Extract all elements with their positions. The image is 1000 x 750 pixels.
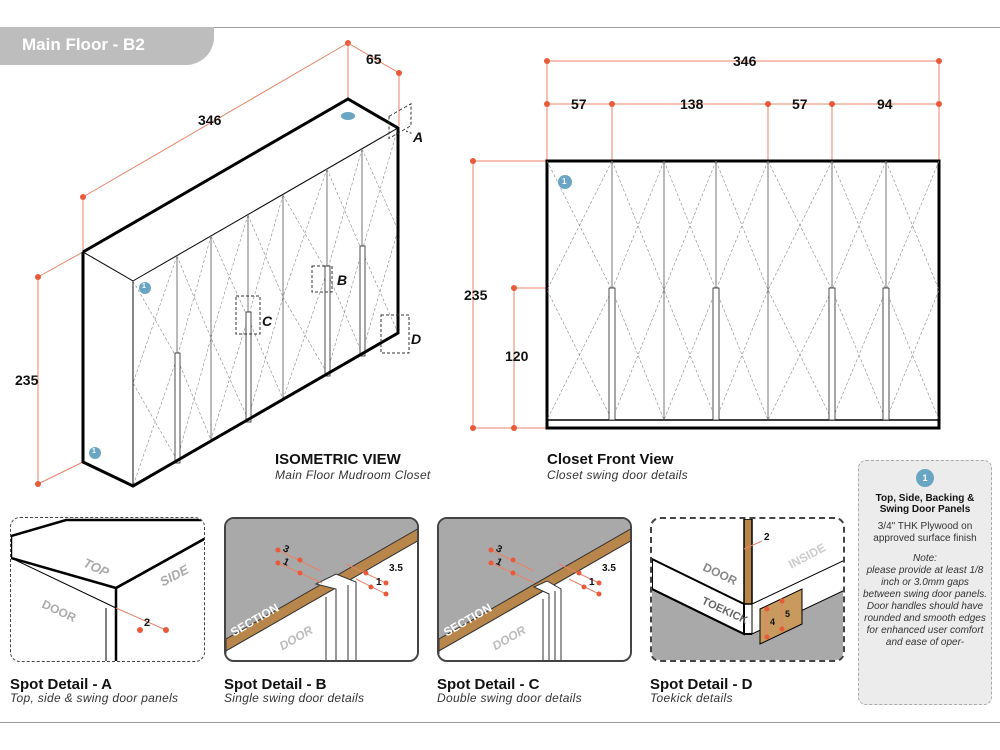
callout-b-label: B	[337, 272, 348, 288]
spot-c-dim-3: 3.5	[602, 563, 616, 574]
spot-c-dim-4: 1	[589, 577, 595, 588]
iso-marker-bottom	[89, 447, 101, 459]
material-legend: 1 Top, Side, Backing & Swing Door Panels…	[858, 460, 992, 705]
spot-c-subtitle: Double swing door details	[437, 691, 582, 705]
iso-width-label: 346	[198, 112, 222, 128]
spot-c-title: Spot Detail - C	[437, 676, 540, 693]
spot-a-subtitle: Top, side & swing door panels	[10, 691, 179, 705]
front-handle-height: 120	[505, 348, 529, 364]
front-height: 235	[464, 287, 488, 303]
front-marker	[558, 175, 572, 189]
iso-marker-bottom-num: 1	[92, 448, 96, 455]
spot-detail-d-panel: DOOR TOEKICK INSIDE 2 4 5	[650, 517, 845, 662]
front-frame	[545, 159, 941, 430]
spot-d-title: Spot Detail - D	[650, 676, 753, 693]
spot-b-subtitle: Single swing door details	[224, 691, 365, 705]
spot-d-dim-3: 5	[785, 609, 791, 619]
iso-outline	[81, 97, 400, 488]
front-dimensions	[470, 58, 942, 431]
front-marker-num: 1	[562, 177, 567, 186]
legend-material: 3/4" THK Plywood on approved surface fin…	[873, 521, 977, 544]
floor-tab-label: Main Floor - B2	[22, 35, 145, 54]
spot-detail-c-panel: SECTION DOOR 3 1 3.5 1	[437, 517, 632, 662]
spot-detail-b-drawing	[226, 519, 417, 660]
iso-marker-side	[139, 282, 151, 294]
iso-depth-dimension	[347, 42, 402, 126]
spot-detail-a-drawing	[11, 518, 204, 661]
spot-b-dim-3: 3.5	[389, 563, 403, 574]
spot-b-title: Spot Detail - B	[224, 676, 327, 693]
legend-note: please provide at least 1/8 inch or 3.0m…	[863, 565, 987, 648]
callout-a[interactable]	[388, 102, 414, 140]
spot-detail-d-drawing	[652, 519, 843, 660]
front-seg1: 57	[571, 96, 587, 112]
spot-b-dim-4: 1	[376, 577, 382, 588]
spot-c-dim-lines	[488, 547, 602, 597]
iso-height-dimension	[35, 251, 84, 487]
front-title: Closet Front View	[547, 451, 674, 468]
spot-a-title: Spot Detail - A	[10, 676, 112, 693]
top-rule	[0, 27, 1000, 28]
isometric-title: ISOMETRIC VIEW	[275, 451, 401, 468]
iso-door-handles	[174, 245, 366, 464]
legend-marker: 1	[916, 469, 934, 487]
front-seg3: 57	[792, 96, 808, 112]
front-subtitle: Closet swing door details	[547, 468, 688, 482]
front-seg4: 94	[877, 96, 893, 112]
callout-d-label: D	[411, 331, 422, 347]
spot-detail-a-panel: TOP SIDE DOOR 2	[10, 517, 205, 662]
bottom-rule	[0, 722, 1000, 723]
callout-d[interactable]	[380, 314, 410, 354]
floor-tab[interactable]: Main Floor - B2	[0, 27, 214, 65]
isometric-subtitle: Main Floor Mudroom Closet	[275, 468, 431, 482]
spot-detail-b-panel: SECTION DOOR 3 1 3.5 1	[224, 517, 419, 662]
spot-d-subtitle: Toekick details	[650, 691, 733, 705]
iso-marker-top	[341, 112, 355, 120]
spot-detail-c-drawing	[439, 519, 630, 660]
iso-marker-side-num: 1	[142, 283, 146, 290]
legend-note-label: Note:	[913, 553, 937, 564]
front-door-handles	[608, 287, 890, 421]
callout-a-label: A	[413, 129, 424, 145]
iso-height-label: 235	[15, 372, 39, 388]
callout-c-label: C	[262, 313, 273, 329]
spot-d-dim-1: 2	[764, 532, 770, 543]
iso-depth-label: 65	[366, 51, 382, 67]
front-view-drawing	[470, 58, 942, 431]
callout-b[interactable]	[311, 265, 333, 293]
spot-d-dim-lines	[743, 540, 785, 640]
spot-d-dim-2: 4	[770, 617, 776, 627]
spot-b-dim-lines	[275, 547, 389, 597]
isometric-drawing	[35, 40, 414, 488]
legend-heading: Top, Side, Backing & Swing Door Panels	[875, 493, 975, 515]
front-total-width: 346	[733, 53, 757, 69]
front-door-swing-lines	[546, 160, 940, 421]
callout-c[interactable]	[235, 295, 261, 335]
spot-a-dim: 2	[144, 617, 151, 629]
front-seg2: 138	[680, 96, 704, 112]
